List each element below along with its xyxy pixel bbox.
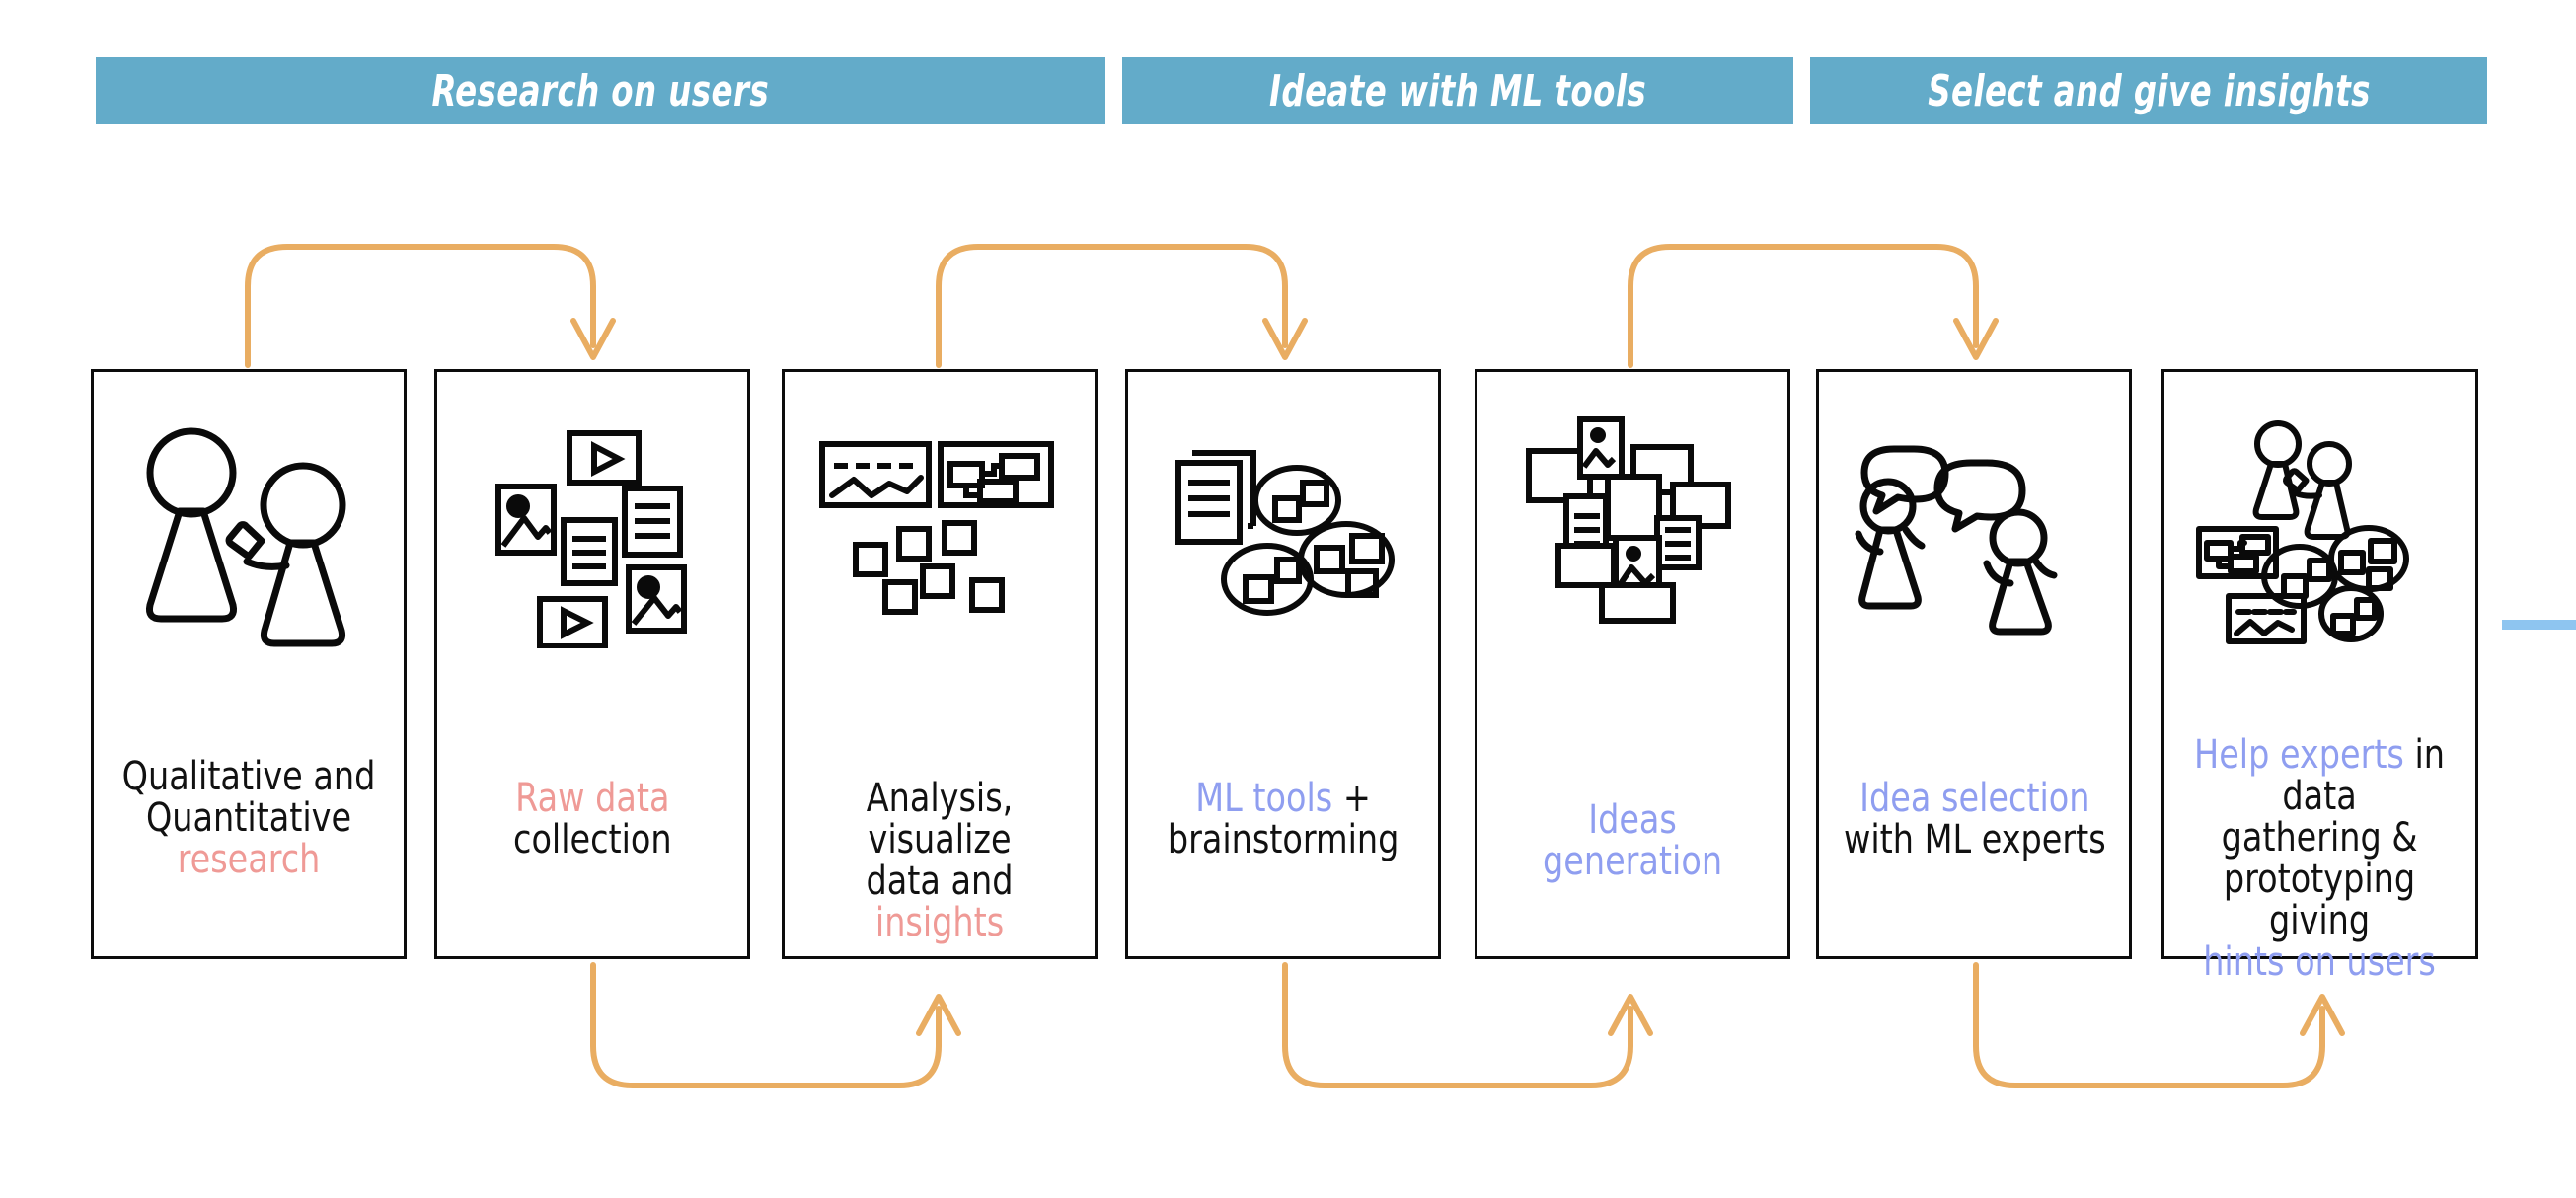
caption-segment: gathering & <box>2222 815 2418 861</box>
step-card-ml-tools-brainstorming[interactable]: ML tools +brainstorming <box>1125 369 1442 959</box>
caption-segment: Raw data <box>514 776 670 821</box>
caption-segment: Ideas generation <box>1542 797 1722 884</box>
caption-line: Help experts in data <box>2183 734 2457 817</box>
caption-line: data and insights <box>802 861 1076 943</box>
two-people-talking-icon <box>1819 372 2129 698</box>
caption-line: Ideas generation <box>1495 799 1769 882</box>
documents-and-clusters-icon <box>1128 372 1438 698</box>
flow-arrow-bottom-1 <box>590 962 961 1088</box>
caption-line: brainstorming <box>1168 819 1400 861</box>
caption-line: with ML experts <box>1844 819 2106 861</box>
caption-segment: insights <box>874 900 1004 945</box>
phase-banner-ideate-with-ml-tools: Ideate with ML tools <box>1121 57 1794 124</box>
caption-segment: hints on users <box>2203 939 2437 985</box>
phase-banner-label: Ideate with ML tools <box>1268 65 1647 116</box>
flow-arrow-top-3 <box>1628 244 1999 368</box>
caption-line: research <box>121 839 375 880</box>
caption-segment: research <box>177 837 321 882</box>
caption-line: Raw data <box>513 778 672 819</box>
caption-line: Quantitative <box>121 797 375 839</box>
step-card-caption: ML tools +brainstorming <box>1128 698 1438 956</box>
caption-segment: + <box>1332 776 1372 821</box>
phase-banner-select-and-give-insights: Select and give insights <box>1809 57 2488 124</box>
people-data-clusters-icon <box>2164 372 2474 698</box>
caption-segment: ML tools <box>1195 776 1333 821</box>
caption-line: Analysis, visualize <box>802 778 1076 861</box>
two-people-with-device-icon <box>94 372 404 698</box>
caption-segment: Help experts <box>2194 732 2405 778</box>
step-card-caption: Ideas generation <box>1477 698 1787 956</box>
phase-banner-label: Select and give insights <box>1927 65 2371 116</box>
flow-arrow-top-2 <box>936 244 1308 368</box>
sticky-notes-board-icon <box>1477 372 1787 698</box>
caption-line: Qualitative and <box>121 756 375 797</box>
step-card-ideas-generation[interactable]: Ideas generation <box>1474 369 1790 959</box>
caption-segment: brainstorming <box>1167 817 1400 862</box>
phase-banner-research-on-users: Research on users <box>95 57 1106 124</box>
caption-line: hints on users <box>2183 941 2457 983</box>
caption-line: Idea selection <box>1844 778 2106 819</box>
caption-segment: Analysis, visualize <box>866 776 1014 862</box>
caption-segment: collection <box>512 817 672 862</box>
flow-arrow-bottom-2 <box>1282 962 1653 1088</box>
edge-accent-rule <box>2502 620 2576 630</box>
caption-segment: data and <box>866 859 1014 904</box>
caption-line: ML tools + <box>1168 778 1400 819</box>
caption-segment: with ML experts <box>1843 817 2106 862</box>
caption-segment: Quantitative <box>145 795 351 841</box>
caption-line: prototyping giving <box>2183 859 2457 941</box>
caption-line: collection <box>513 819 672 861</box>
flow-arrow-top-1 <box>245 244 616 368</box>
media-assets-icon <box>437 372 747 698</box>
caption-segment: in data <box>2282 732 2446 819</box>
caption-line: gathering & <box>2183 817 2457 859</box>
charts-and-nodes-icon <box>785 372 1095 698</box>
caption-segment: Idea selection <box>1858 776 2090 821</box>
caption-segment: Qualitative and <box>121 754 376 799</box>
phase-banner-label: Research on users <box>431 65 770 116</box>
caption-segment: prototyping giving <box>2224 857 2416 943</box>
